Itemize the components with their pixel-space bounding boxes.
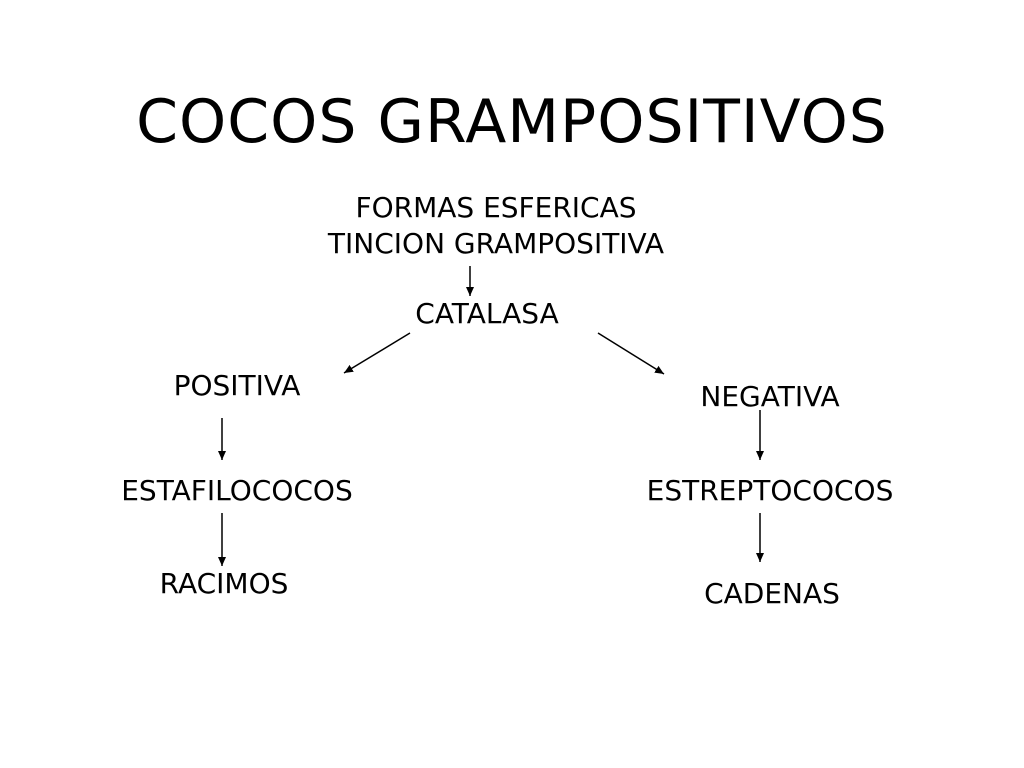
- positive-result-node: POSITIVA: [173, 369, 301, 402]
- root-node: FORMAS ESFERICAS TINCION GRAMPOSITIVA: [328, 190, 664, 263]
- negative-result-node: NEGATIVA: [700, 380, 840, 413]
- root-line-2: TINCION GRAMPOSITIVA: [327, 227, 665, 261]
- staphylococci-node: ESTAFILOCOCOS: [121, 474, 353, 507]
- page-title: COCOS GRAMPOSITIVOS: [136, 87, 888, 157]
- root-line-1: FORMAS ESFERICAS: [355, 191, 637, 224]
- clusters-node: RACIMOS: [159, 567, 289, 600]
- catalase-test-node: CATALASA: [415, 297, 559, 330]
- arrow-catalasa-to-positiva: [343, 332, 411, 374]
- streptococci-node: ESTREPTOCOCOS: [646, 474, 894, 507]
- arrow-catalasa-to-negativa: [597, 332, 665, 375]
- chains-node: CADENAS: [704, 577, 840, 610]
